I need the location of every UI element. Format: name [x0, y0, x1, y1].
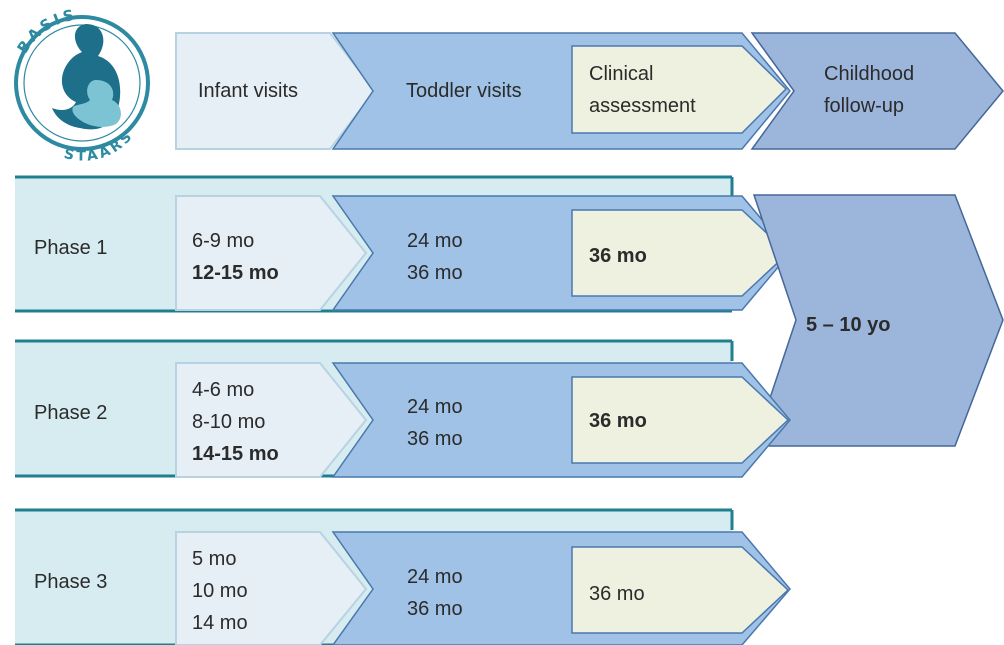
phase-2-infant-visit: 8-10 mo [192, 411, 266, 433]
logo-inner-ring [23, 24, 141, 142]
phase-3-clinical-visit: 36 mo [589, 583, 645, 605]
phase-1-toddler-visits: 24 mo 36 mo [407, 225, 463, 289]
phase-3-infant-visit: 10 mo [192, 580, 248, 602]
phase-3-label: Phase 3 [34, 571, 108, 593]
phase-1-clinical-visit: 36 mo [589, 245, 647, 267]
phase-3-clinical-box [571, 546, 790, 634]
phase-1-toddler-visit: 24 mo [407, 230, 463, 252]
logo-text-staars: STAARS [62, 127, 137, 165]
logo-ring [14, 15, 150, 151]
phase-3-toddler-visits: 24 mo 36 mo [407, 561, 463, 625]
header-childhood-chevron [750, 32, 1004, 150]
header-clinical-label: Clinical assessment [589, 58, 696, 122]
phase-3-infant-visits: 5 mo 10 mo 14 mo [192, 543, 248, 639]
header-childhood-label: Childhood follow-up [824, 58, 914, 122]
phase-3-toddler-visit: 36 mo [407, 598, 463, 620]
logo-text-basis: BASIS [14, 6, 79, 57]
phase-2-clinical-box [571, 376, 790, 464]
childhood-range-chevron [752, 194, 1004, 447]
phase-1-infant-visit: 6-9 mo [192, 230, 255, 252]
phase-3-infant-visit: 14 mo [192, 612, 248, 634]
header-toddler-label: Toddler visits [406, 80, 522, 102]
phase-3-infant-chevron [175, 531, 368, 645]
phase-1-clinical-box [571, 209, 790, 297]
header-infant-label: Infant visits [198, 80, 299, 102]
header-clinical-box [571, 45, 788, 134]
childhood-range-label: 5 – 10 yo [806, 314, 891, 336]
phase-1-infant-chevron [175, 195, 368, 311]
header-childhood-line-2: follow-up [824, 95, 905, 117]
header-childhood-line-1: Childhood [824, 63, 915, 85]
phase-2-infant-chevron [175, 362, 368, 478]
phase-2-clinical-visit: 36 mo [589, 410, 647, 432]
phase-2-toddler-visits: 24 mo 36 mo [407, 391, 463, 455]
phase-1-toddler-visit: 36 mo [407, 262, 463, 284]
header-clinical-line-1: Clinical [589, 63, 654, 85]
phase-3-toddler-visit: 24 mo [407, 566, 463, 588]
phase-3-infant-visit: 5 mo [192, 548, 237, 570]
phase-2-infant-visits: 4-6 mo 8-10 mo 14-15 mo [192, 374, 279, 470]
header-clinical-line-2: assessment [589, 95, 696, 117]
phase-2-label: Phase 2 [34, 402, 108, 424]
logo-child-figure [72, 80, 121, 127]
phase-1-infant-visits: 6-9 mo 12-15 mo [192, 225, 279, 289]
phase-2-infant-visit: 4-6 mo [192, 379, 255, 401]
phase-2-toddler-visit: 24 mo [407, 396, 463, 418]
phase-2-infant-visit: 14-15 mo [192, 443, 279, 465]
phase-1-infant-visit: 12-15 mo [192, 262, 279, 284]
basis-staars-logo: BASIS STAARS [14, 6, 150, 165]
phase-1-label: Phase 1 [34, 237, 108, 259]
phase-2-toddler-visit: 36 mo [407, 428, 463, 450]
